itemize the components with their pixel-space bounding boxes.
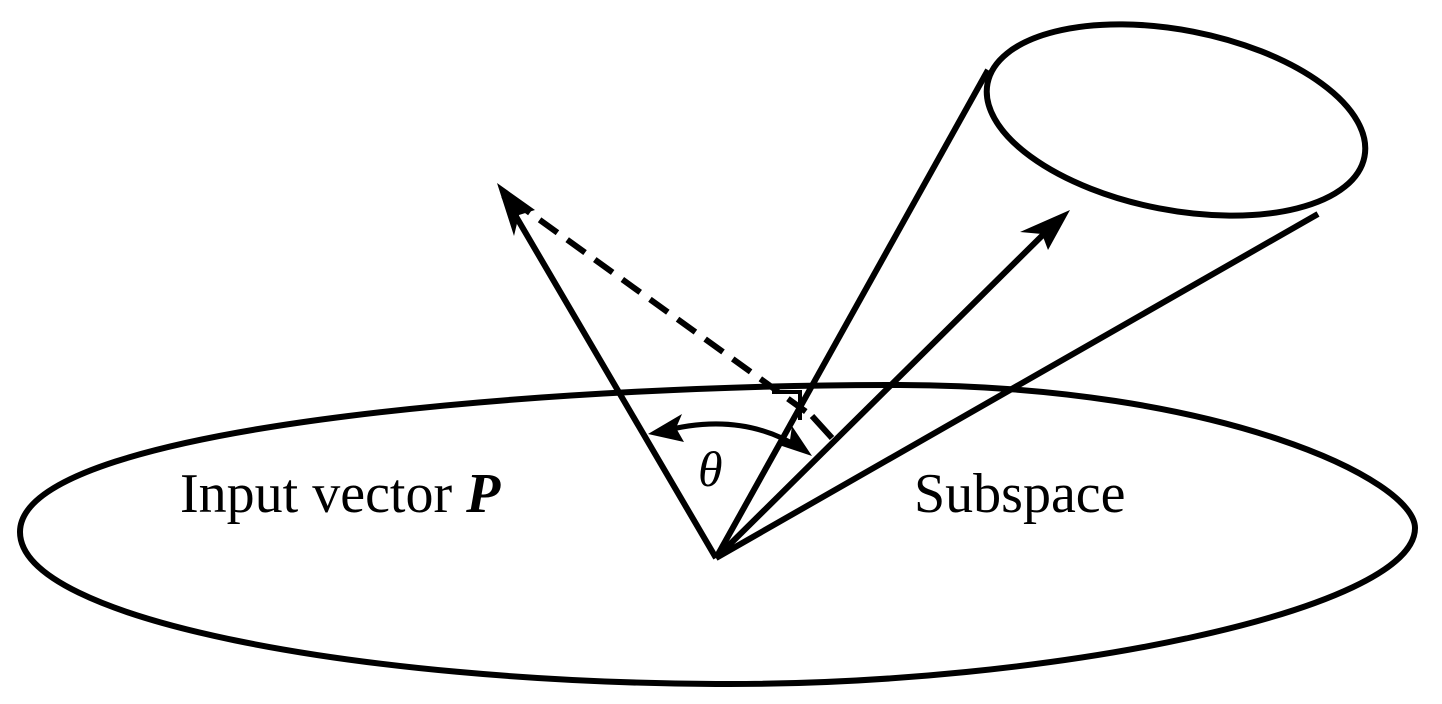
right-angle-marker (772, 390, 802, 420)
input-vector-line (501, 194, 719, 560)
projection-foot (809, 413, 835, 441)
subspace-label: Subspace (914, 463, 1126, 525)
input-vector-text: Input vector (180, 463, 467, 525)
subspace-plane (16, 381, 1419, 688)
projection-dashed-line (510, 197, 814, 419)
cone-opening (983, 21, 1369, 219)
input-vector-label: Input vector P (180, 466, 500, 522)
theta-arc-arrowhead-left (648, 414, 684, 442)
input-vector-symbol: P (466, 463, 501, 525)
cone-side-right (714, 211, 1320, 561)
subspace-vector-arrowhead (1020, 210, 1070, 250)
theta-label: θ (698, 441, 723, 497)
subspace-vector-line (713, 215, 1063, 561)
input-vector-arrowhead (497, 183, 535, 236)
cone-side-left (713, 68, 991, 560)
theta-arc (659, 421, 802, 451)
theta-arc-arrowhead-right (776, 426, 812, 456)
